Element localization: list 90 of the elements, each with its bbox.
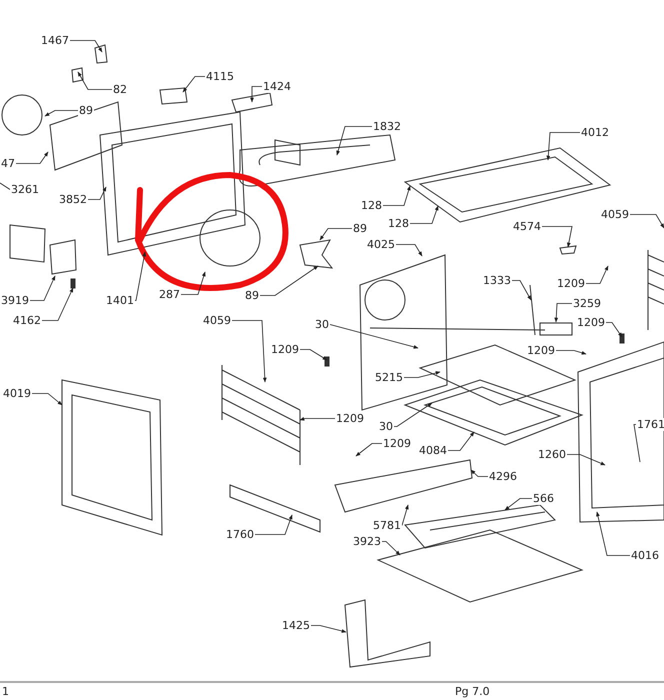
callout-number: 4019 bbox=[2, 387, 32, 400]
callout-number: 4115 bbox=[205, 70, 235, 83]
callout-number: 4574 bbox=[512, 220, 542, 233]
leader-line bbox=[70, 40, 102, 52]
callout-number: 89 bbox=[78, 104, 94, 117]
leader-line bbox=[260, 266, 318, 296]
callout-number: 566 bbox=[532, 492, 555, 505]
leader-line bbox=[382, 541, 400, 556]
callout-number: 89 bbox=[352, 222, 368, 235]
leader-line bbox=[396, 244, 422, 256]
callout-number: 5215 bbox=[374, 371, 404, 384]
callout-number: 4025 bbox=[366, 238, 396, 251]
leader-line bbox=[566, 454, 606, 466]
leader-line bbox=[330, 324, 418, 349]
callout-number: 30 bbox=[314, 318, 330, 331]
leader-line bbox=[630, 214, 664, 228]
leader-line bbox=[512, 280, 532, 300]
callout-number: 287 bbox=[158, 288, 181, 301]
callout-number: 4016 bbox=[630, 549, 660, 562]
leader-line bbox=[336, 126, 372, 156]
callout-number: 3259 bbox=[572, 297, 602, 310]
leader-line bbox=[30, 276, 56, 301]
callout-number: 3919 bbox=[0, 294, 30, 307]
callout-number: 4084 bbox=[418, 444, 448, 457]
leader-line bbox=[250, 86, 262, 102]
leader-line bbox=[356, 443, 382, 456]
leader-line bbox=[606, 322, 622, 338]
callout-number: 1832 bbox=[372, 120, 402, 133]
leader-line bbox=[88, 186, 106, 200]
callout-number: 1761 bbox=[636, 418, 664, 431]
leader-line bbox=[504, 498, 532, 510]
leader-line bbox=[44, 110, 78, 116]
leader-line bbox=[42, 288, 74, 321]
leader-line bbox=[32, 393, 62, 406]
page-number: Pg 7.0 bbox=[455, 685, 490, 698]
leader-line bbox=[16, 152, 48, 164]
leader-line bbox=[182, 76, 206, 92]
callout-number: 1209 bbox=[335, 412, 365, 425]
callout-number: 1209 bbox=[270, 343, 300, 356]
callout-number: 4296 bbox=[488, 470, 518, 483]
leader-line bbox=[180, 272, 206, 295]
callout-number: 1209 bbox=[526, 344, 556, 357]
leader-line bbox=[448, 432, 474, 451]
callout-number: 128 bbox=[387, 217, 410, 230]
leader-line bbox=[300, 349, 328, 360]
leader-line bbox=[232, 320, 267, 382]
leader-line bbox=[556, 350, 586, 355]
callout-number: 1260 bbox=[537, 448, 567, 461]
callout-number: 1401 bbox=[105, 294, 135, 307]
leader-line bbox=[542, 226, 572, 248]
leader-line bbox=[254, 514, 292, 535]
leader-line bbox=[404, 371, 440, 378]
leader-line bbox=[402, 504, 409, 526]
leader-line bbox=[310, 625, 346, 633]
leader-line bbox=[586, 266, 608, 284]
callout-number: 4012 bbox=[580, 126, 610, 139]
leader-line bbox=[546, 132, 580, 160]
callout-number: 89 bbox=[244, 289, 260, 302]
callout-number: 1209 bbox=[556, 277, 586, 290]
callout-number: 82 bbox=[112, 83, 128, 96]
leader-line bbox=[410, 206, 438, 224]
leader-line bbox=[134, 252, 146, 301]
callout-number: 1209 bbox=[576, 316, 606, 329]
callout-number: 1333 bbox=[482, 274, 512, 287]
page-fragment: 1 bbox=[2, 685, 9, 698]
callout-number: 4162 bbox=[12, 314, 42, 327]
callout-number: 1209 bbox=[382, 437, 412, 450]
callout-number: 3852 bbox=[58, 193, 88, 206]
leader-line bbox=[78, 72, 112, 90]
callout-number: 1760 bbox=[225, 528, 255, 541]
leader-line bbox=[554, 303, 572, 322]
leader-line bbox=[394, 402, 432, 427]
callout-number: 5781 bbox=[372, 519, 402, 532]
leader-line bbox=[382, 186, 411, 206]
leader-line bbox=[300, 416, 336, 421]
callout-number: 30 bbox=[378, 420, 394, 433]
leader-line bbox=[470, 470, 488, 477]
callout-number: 1424 bbox=[262, 80, 292, 93]
callout-number: 3923 bbox=[352, 535, 382, 548]
callout-number: 4059 bbox=[600, 208, 630, 221]
callout-number: 3261 bbox=[10, 183, 40, 196]
callout-number: 4059 bbox=[202, 314, 232, 327]
callout-number: 1425 bbox=[281, 619, 311, 632]
leader-line bbox=[0, 182, 10, 190]
leader-line bbox=[634, 424, 640, 462]
leader-line bbox=[596, 512, 630, 556]
leader-line bbox=[320, 228, 352, 240]
callout-number: 128 bbox=[360, 199, 383, 212]
callout-number: 47 bbox=[0, 157, 16, 170]
callout-number: 1467 bbox=[40, 34, 70, 47]
